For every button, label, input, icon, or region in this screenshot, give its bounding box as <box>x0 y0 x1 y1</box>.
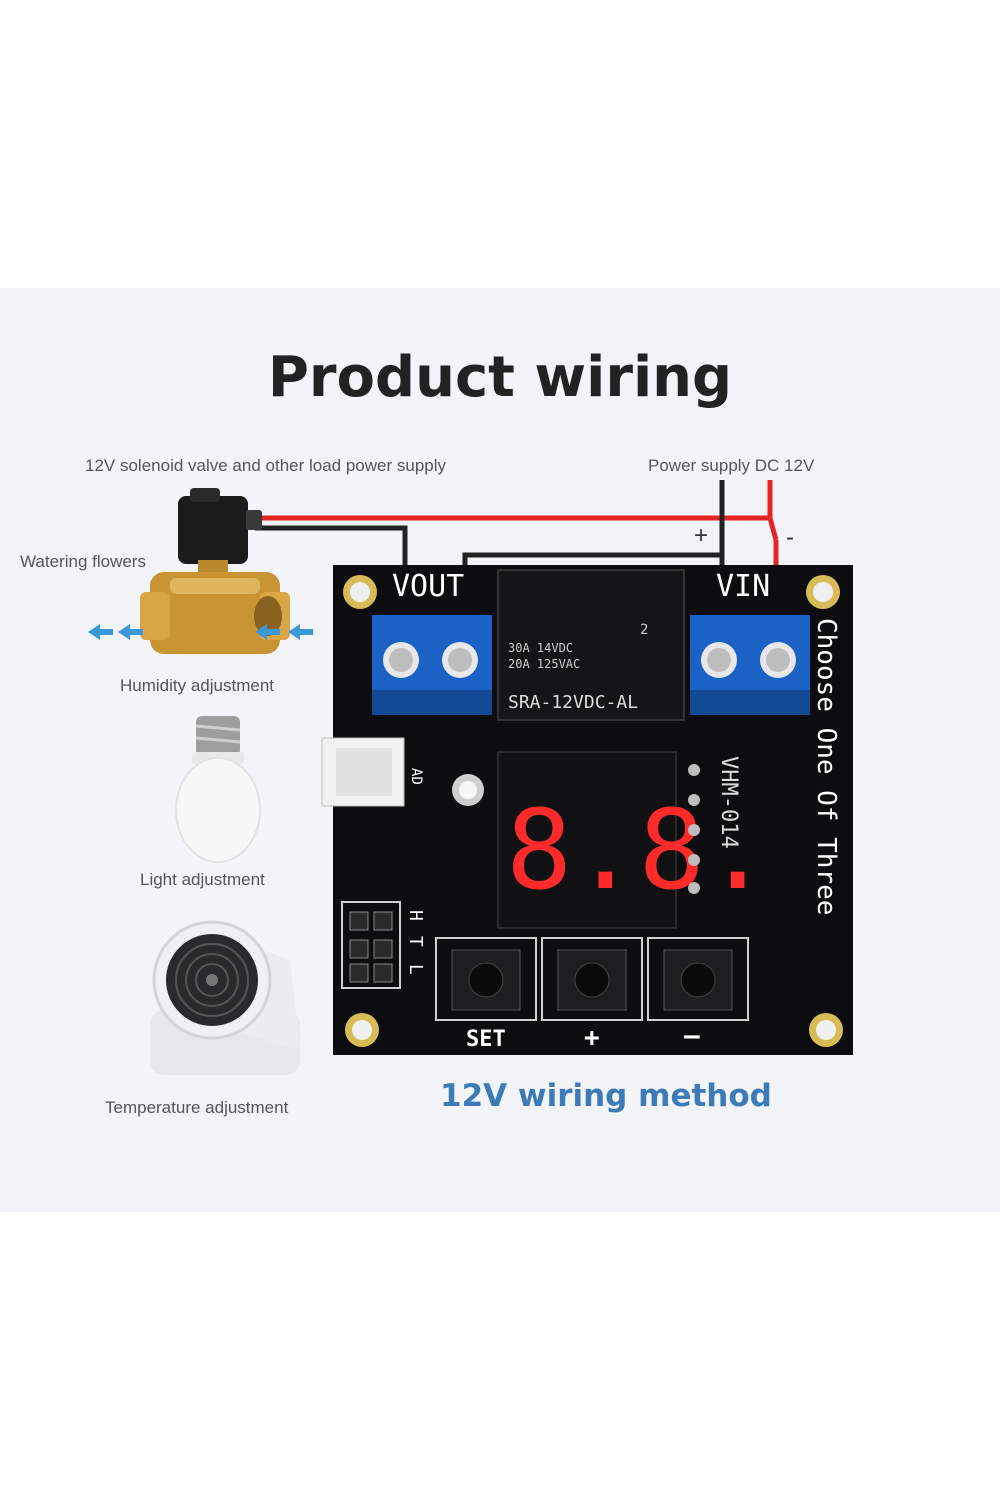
light-bulb-icon <box>175 716 261 863</box>
control-board: VOUT VIN 30A 14VDC 20A 125VAC 2 SRA-12VD… <box>321 565 853 1055</box>
header-pins <box>688 764 700 894</box>
relay: 30A 14VDC 20A 125VAC 2 SRA-12VDC-AL <box>497 569 685 721</box>
display-digits: 8.8. <box>506 786 771 914</box>
minus-marker: - <box>786 524 794 551</box>
model-label: VHM-014 <box>716 756 741 849</box>
jumper-t: T <box>405 936 426 947</box>
set-button[interactable] <box>435 937 537 1021</box>
plus-marker: + <box>694 522 709 549</box>
relay-rating-1: 30A 14VDC <box>508 641 573 655</box>
vout-label: VOUT <box>392 569 464 604</box>
vin-terminal <box>690 615 810 715</box>
humidity-label: Humidity adjustment <box>120 676 275 695</box>
jumper-block <box>341 901 401 989</box>
side-text: Choose One Of Three <box>811 618 841 915</box>
temperature-label: Temperature adjustment <box>105 1098 289 1117</box>
brass-valve-icon <box>140 572 290 654</box>
ad-label: AD <box>408 768 424 785</box>
light-label: Light adjustment <box>140 870 265 889</box>
relay-mark: 2 <box>640 622 648 638</box>
power-supply-label: Power supply DC 12V <box>648 456 815 475</box>
minus-button[interactable] <box>647 937 749 1021</box>
ad-connector <box>321 737 405 807</box>
vin-label: VIN <box>716 569 770 604</box>
plus-label: + <box>584 1023 600 1053</box>
jumper-l: L <box>405 964 426 975</box>
fan-icon <box>150 920 300 1075</box>
relay-rating-2: 20A 125VAC <box>508 657 580 671</box>
vout-terminal <box>372 615 492 715</box>
solenoid-coil-icon <box>178 488 262 572</box>
watering-label: Watering flowers <box>20 552 146 571</box>
relay-model: SRA-12VDC-AL <box>508 692 638 713</box>
plus-button[interactable] <box>541 937 643 1021</box>
flow-arrows-icon <box>88 624 313 640</box>
seven-segment-display: 8.8. <box>497 751 771 929</box>
red-wire-bend <box>767 517 779 541</box>
minus-label: — <box>684 1021 700 1051</box>
wiring-method-subtitle: 12V wiring method <box>440 1078 772 1114</box>
page-title: Product wiring <box>267 345 733 410</box>
load-supply-label: 12V solenoid valve and other load power … <box>85 456 447 475</box>
set-label: SET <box>466 1027 506 1052</box>
jumper-h: H <box>405 910 426 921</box>
